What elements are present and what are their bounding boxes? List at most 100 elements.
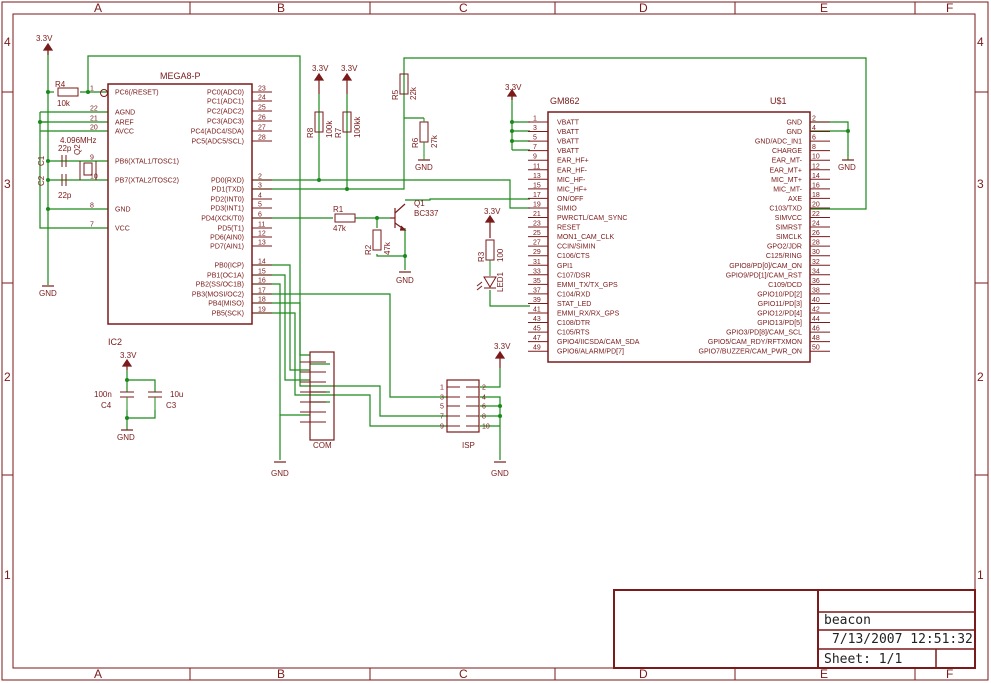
isp-pin-number: 10 [482,424,490,431]
isp-pin-number: 3 [440,395,444,402]
isp-pin-number: 6 [482,404,486,411]
mega8-pin-label: PD7(AIN1) [210,244,244,251]
isp-pin-number: 4 [482,395,486,402]
resistor-r6: R6 27k [411,118,439,160]
mega8-pin-number: 2 [258,174,262,181]
grid-col-d: D [639,1,648,15]
mega8-pin-number: 3 [258,183,262,190]
vcc-arrow-3 [341,72,353,94]
led1-ref: LED1 [496,271,505,292]
xtal-value: 4.096MHz [60,136,96,145]
grid-col-f-bottom: F [946,667,953,681]
com-connector: COM [300,351,335,450]
gm862-pin-label: VBATT [557,129,580,136]
gm862-pin-label: MIC_MT- [773,186,802,193]
c3-ref: C3 [166,401,177,410]
isp-pin-number: 8 [482,414,486,421]
gm862-pin-number: 39 [533,297,541,304]
vcc-arrow-1 [42,42,54,55]
gm862-pin-number: 35 [533,278,541,285]
mega8-pin-number: 23 [258,86,266,93]
mega8-pin-label: PD6(AIN0) [210,235,244,242]
grid-col-a-bottom: A [94,667,102,681]
gm862-pin-number: 6 [812,135,816,142]
capacitor-c1: 22p C1 [37,144,72,167]
gnd-label-7: GND [491,469,509,478]
mega8-pin-number: 20 [90,125,98,132]
mega8-pin-label: PB5(SCK) [212,311,244,318]
gm862-pin-number: 32 [812,259,820,266]
gnd-label-5: GND [117,433,135,442]
capacitor-c3: 10u C3 [148,390,183,410]
gm862-pin-label: RESET [557,225,581,232]
r2-ref: R2 [364,244,373,255]
isp-pin-number: 2 [482,385,486,392]
v33-label-1: 3.3V [36,34,53,43]
gm862-pin-label: MIC_HF- [557,177,586,184]
gm862-pin-number: 11 [533,163,540,170]
gm862-pin-number: 50 [812,345,820,352]
mega8-pin-label: PC1(ADC1) [207,99,244,106]
grid-col-c: C [459,1,468,15]
mega8-pin-label: PC3(ADC3) [207,119,244,126]
mega8-pin-number: 11 [258,222,265,229]
mega8-pin-label: PC5(ADC5/SCL) [191,139,244,146]
mega8-pin-number: 27 [258,125,266,132]
r6-ref: R6 [411,137,420,148]
c2-ref: C2 [37,175,46,186]
led-led1: LED1 [476,271,505,292]
gm862-module: GM862 U$1 1VBATT3VBATT5VBATT7VBATT9EAR_H… [528,96,830,363]
mega8-pin-number: 16 [258,278,266,285]
isp-pin-number: 1 [440,385,444,392]
grid-col-c-bottom: C [459,667,468,681]
v33-label-6: 3.3V [120,351,137,360]
mega8-pin-label: PB4(MISO) [208,301,244,308]
mega8-pin-number: 25 [258,105,266,112]
v33-label-2: 3.3V [312,64,329,73]
gm862-pin-number: 7 [533,144,537,151]
gm862-pin-number: 13 [533,173,541,180]
r6-value: 27k [430,134,439,148]
gm862-left-pins: 1VBATT3VBATT5VBATT7VBATT9EAR_HF+11EAR_HF… [528,116,640,356]
gm862-pin-label: ON/OFF [557,196,583,203]
gm862-pin-number: 22 [812,211,820,218]
grid-row-3-right: 3 [977,177,984,191]
resistor-r3: R3 100 [477,239,505,276]
title-block: beacon 7/13/2007 12:51:32 Sheet: 1/1 [613,589,976,669]
mega8-pin-number: 26 [258,115,266,122]
gm862-pin-label: EAR_MT+ [770,167,802,174]
gm862-pin-label: EMMI_TX/TX_GPS [557,282,618,289]
resistor-r8: R8 100k [306,111,334,138]
resistor-r7: R7 100kk [334,111,362,138]
gm862-pin-label: CHARGE [772,148,802,155]
mega8-left-pins: 1PC6(/RESET)22AGND21AREF20AVCC9PB6(XTAL1… [90,86,179,233]
gm862-pin-number: 8 [812,144,816,151]
mega8-pin-label: PB2(SS/OC1B) [196,282,244,289]
mega8-pin-label: PD2(INT0) [211,197,244,204]
gm862-pin-number: 36 [812,278,820,285]
gm862-pin-label: GPIO5/CAM_RDY/RFTXMON [708,339,802,346]
v33-label-7: 3.3V [494,342,511,351]
mega8-pin-number: 10 [90,174,98,181]
title-sheet: Sheet: 1/1 [824,652,902,667]
gm862-right-pins: 2GND4GND6GND/ADC_IN18CHARGE10EAR_MT-12EA… [699,116,830,356]
mega8-pin-label: PB0(ICP) [214,263,244,270]
mega8-pin-label: PC0(ADC0) [207,90,244,97]
grid-row-1-right: 1 [977,568,984,582]
gm862-pin-label: EMMI_RX/RX_GPS [557,311,620,318]
gm862-pin-number: 14 [812,173,820,180]
gm862-pin-number: 3 [533,125,537,132]
gm862-pin-label: SIMIO [557,205,577,212]
c1-value: 22p [58,144,72,153]
capacitor-c2: 22p C2 [37,174,72,200]
r1-ref: R1 [333,205,344,214]
gm862-pin-label: GPIO6/ALARM/PD[7] [557,349,624,356]
gm862-pin-number: 46 [812,326,820,333]
q1-ref: Q1 [414,199,425,208]
gm862-pin-number: 27 [533,240,541,247]
gm862-pin-label: GPIO11/PD[3] [758,301,802,308]
gm862-pin-label: GPIO9/PD[1]/CAM_RST [726,272,803,279]
mega8-name: MEGA8-P [160,71,201,81]
